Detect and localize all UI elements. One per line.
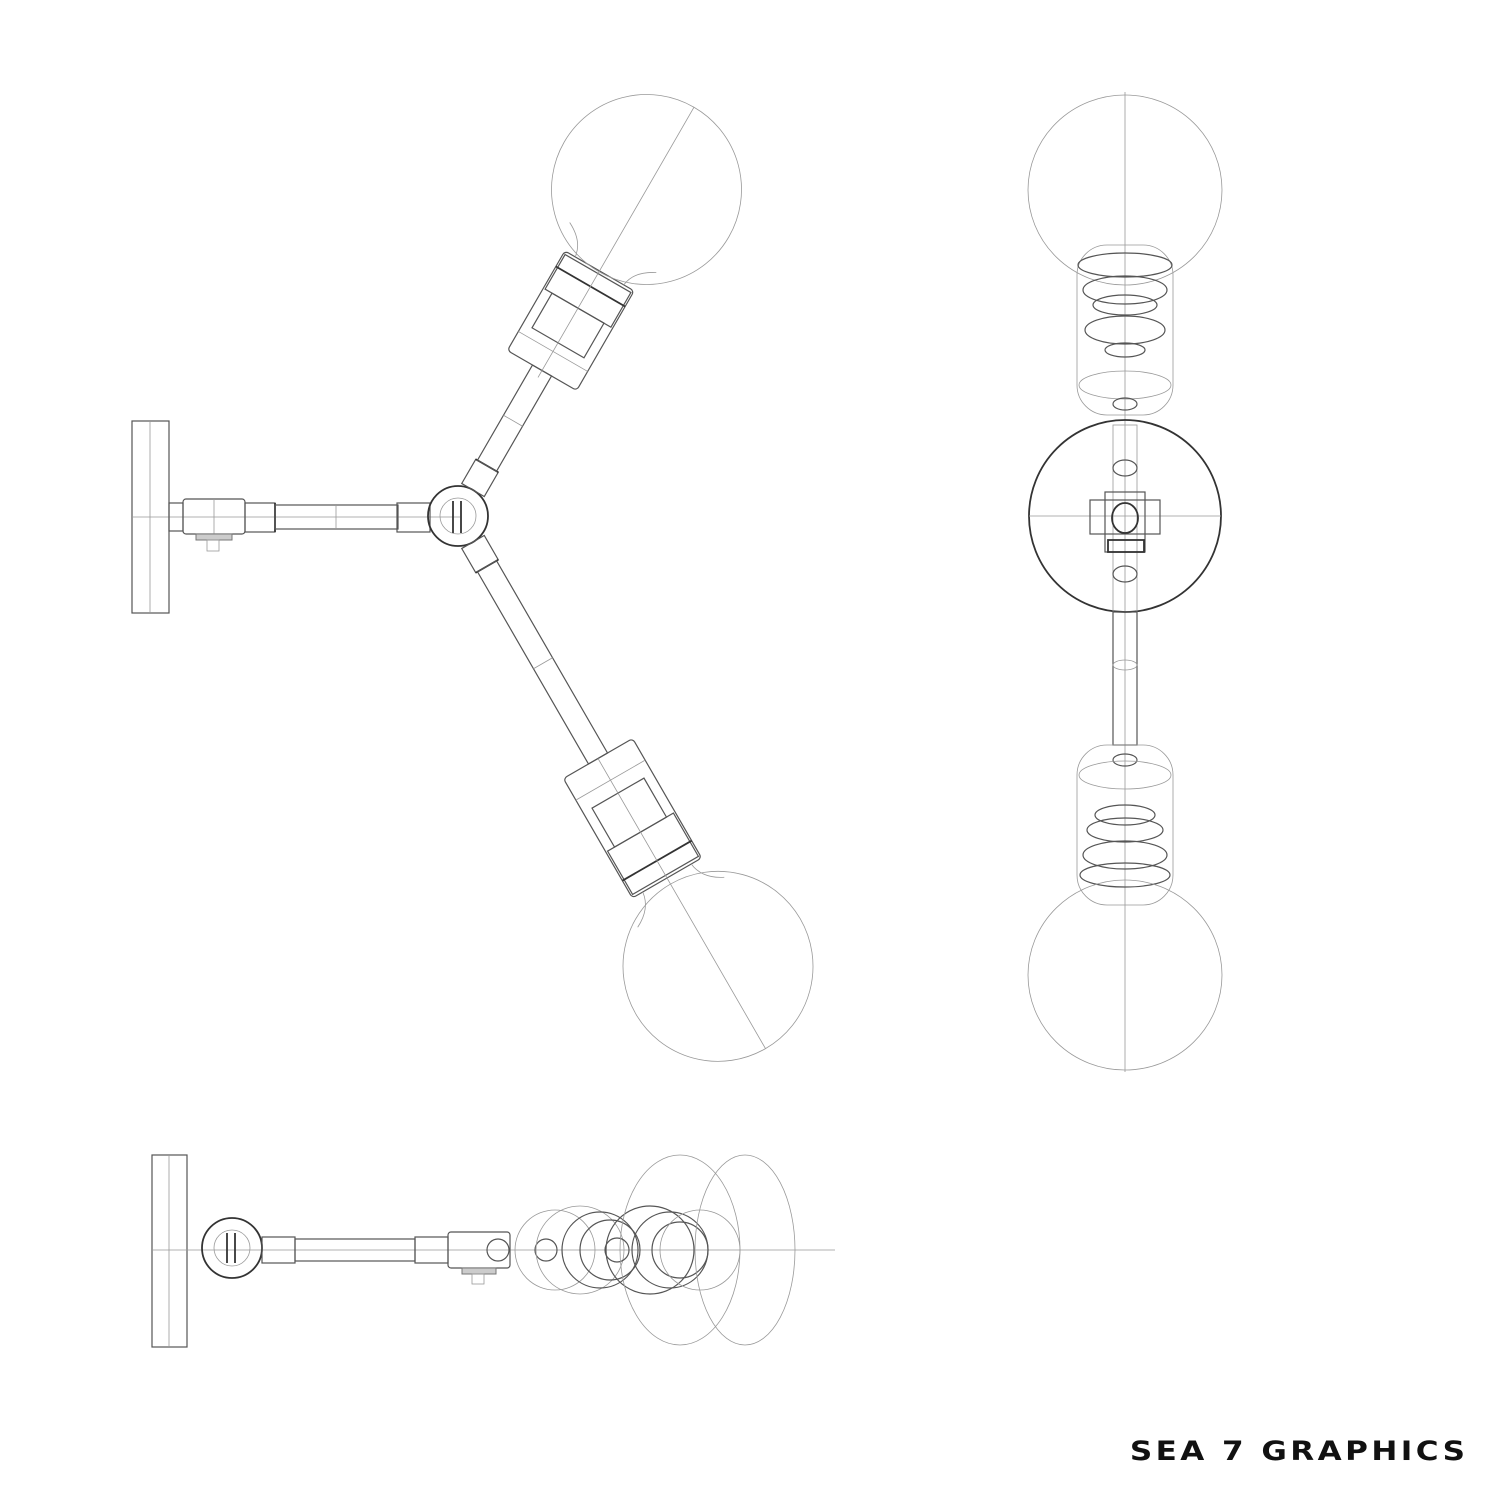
light-bulb — [1027, 879, 1223, 1071]
light-bulb — [619, 1154, 741, 1346]
top-view — [151, 1154, 835, 1348]
light-bulb — [1027, 94, 1223, 286]
light-bulb — [694, 1154, 796, 1346]
upper-lamp-arm — [460, 94, 742, 498]
pivot-hub — [201, 1217, 263, 1279]
wall-plate — [151, 1154, 188, 1348]
brand-logo: SEA 7 GRAPHICS — [1129, 1436, 1468, 1467]
front-view — [131, 94, 814, 1062]
pivot-hub — [427, 485, 489, 547]
lower-lamp-arm — [460, 534, 814, 1062]
arm-tube — [274, 504, 399, 530]
side-view — [1027, 92, 1223, 1072]
